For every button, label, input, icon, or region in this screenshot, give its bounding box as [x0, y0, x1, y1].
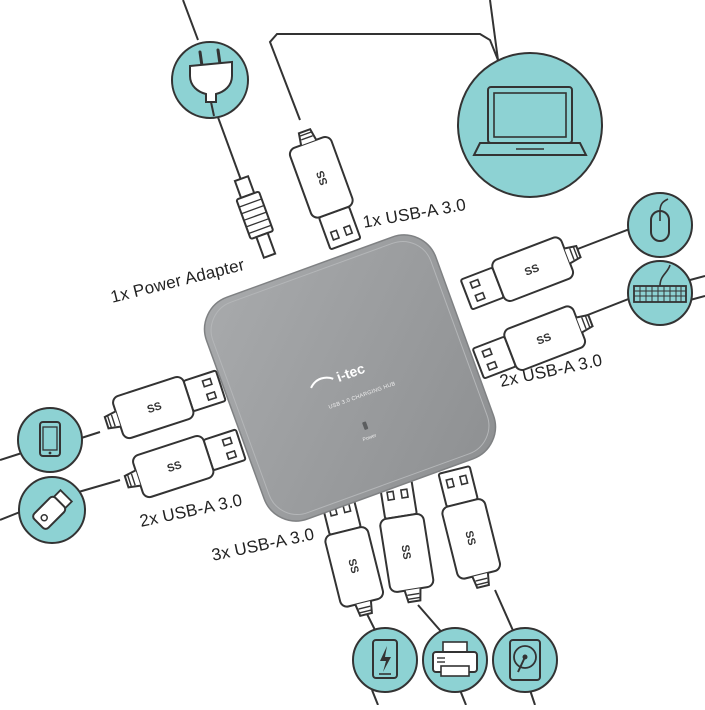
usb-ss-badge: SS [314, 169, 330, 187]
hard-drive-icon [492, 627, 558, 693]
printer-icon [422, 627, 488, 693]
usb-ss-badge: SS [535, 331, 553, 347]
power-barrel-connector [233, 174, 277, 260]
usb-ss-badge: SS [345, 558, 360, 575]
powerbank-icon [352, 627, 418, 693]
mouse-icon [627, 192, 693, 258]
plug-icon [171, 41, 249, 119]
usb-plug-bottom-2: SS [372, 478, 438, 606]
usb-plug-left-2: SS [118, 422, 249, 504]
usb-ss-badge: SS [399, 544, 413, 560]
usb-plug-bottom-3: SS [431, 463, 506, 593]
laptop-icon [457, 52, 603, 198]
usb-stick-icon [18, 476, 86, 544]
power-led [362, 421, 369, 430]
phone-icon [17, 407, 83, 473]
usb-ss-badge: SS [146, 400, 164, 416]
usb-ss-badge: SS [523, 262, 541, 278]
power-led-label: Power [362, 433, 378, 444]
usb-ss-badge: SS [462, 530, 477, 547]
usb-hub: i-tec USB 3.0 CHARGING HUB Power [203, 234, 497, 522]
usb-plug-right-1: SS [457, 230, 588, 317]
usb-plug-left-1: SS [98, 363, 229, 445]
usb-plug-top: SS [282, 122, 368, 253]
usb-plug-right-2: SS [469, 299, 600, 386]
usb-ss-badge: SS [166, 459, 184, 475]
usb-plug-bottom-1: SS [314, 491, 389, 621]
keyboard-icon [627, 260, 693, 326]
